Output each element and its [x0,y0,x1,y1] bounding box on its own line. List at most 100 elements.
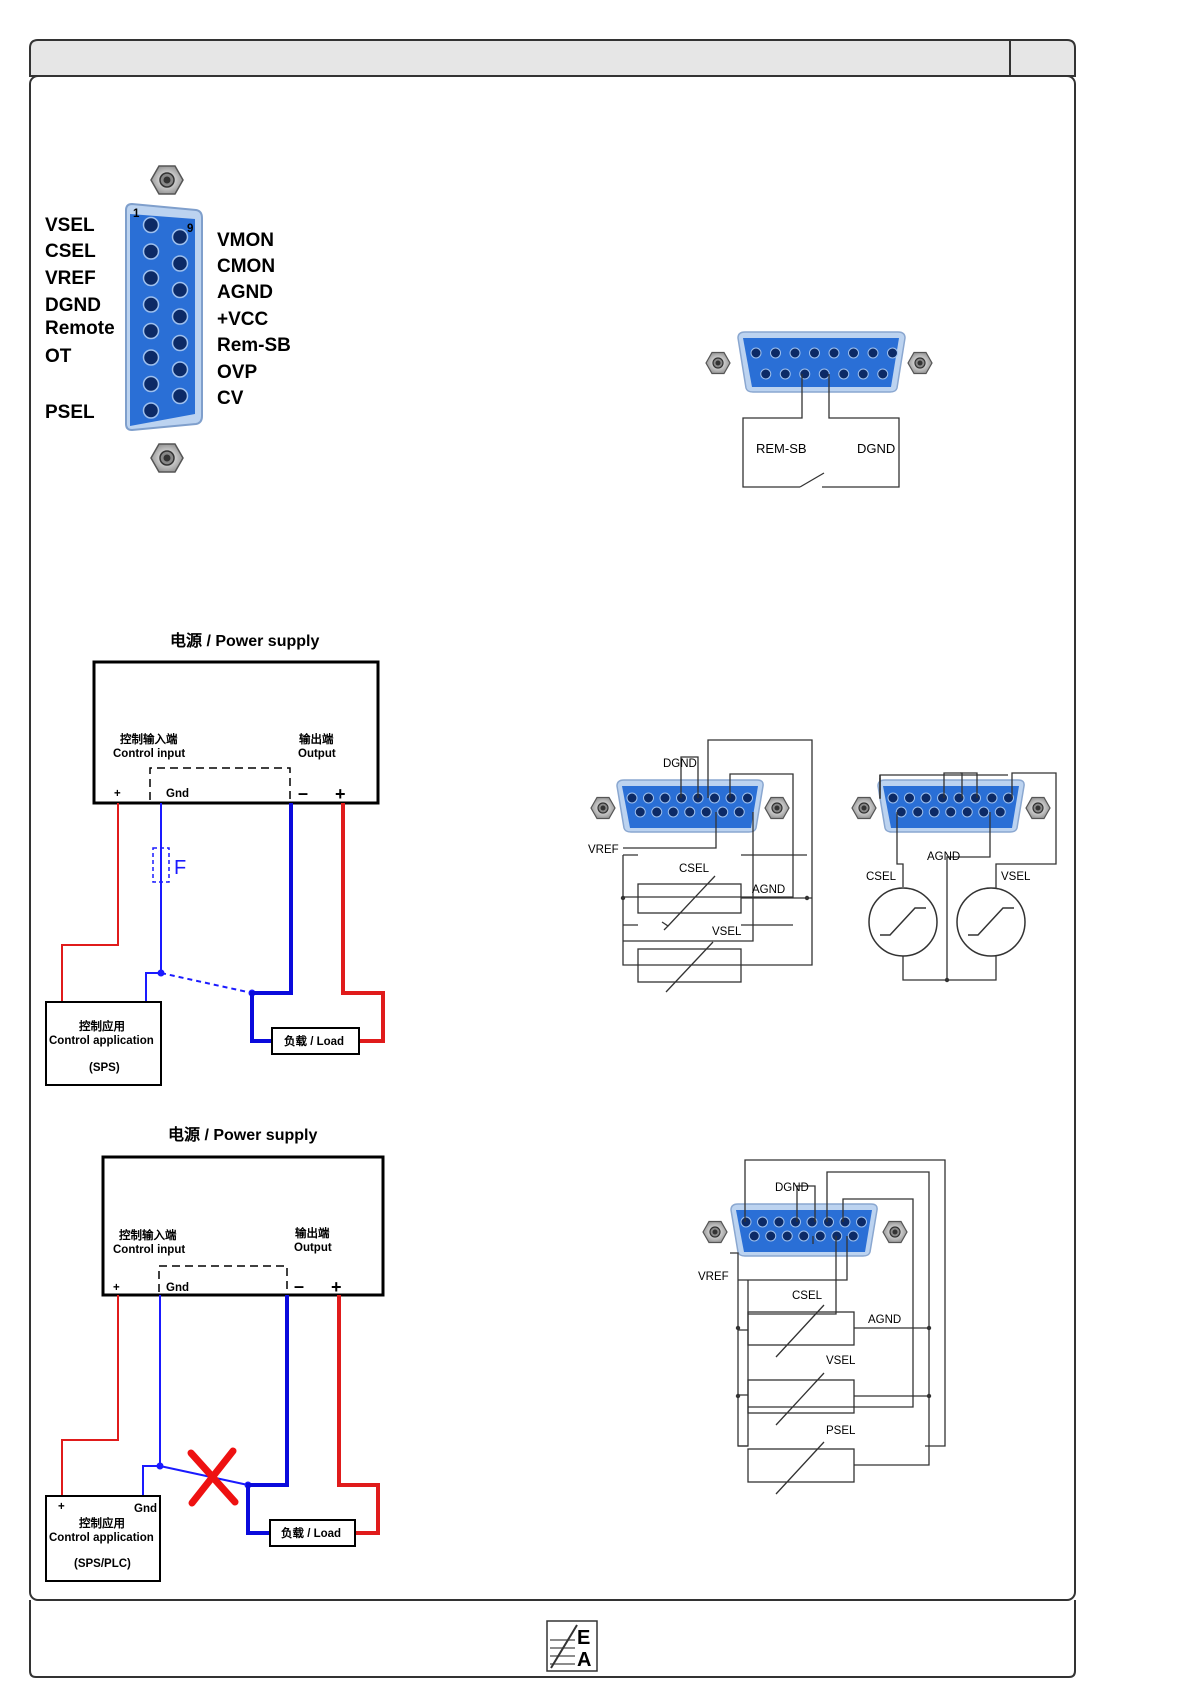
mounting-nut-icon [851,796,877,820]
connector-pin [781,1230,793,1242]
connector-pin [839,1216,851,1228]
pin-label: OT [45,346,72,367]
connector-pin [857,368,869,380]
power-supply-box [92,660,380,805]
connector-pin [667,806,679,818]
connector-pin [814,1230,826,1242]
connector-pin [770,347,781,359]
connector-pin [809,347,820,359]
connector-pin [142,243,160,260]
agnd-label: AGND [927,851,960,863]
pin-label: Rem-SB [217,335,291,356]
connector-pin [725,792,737,804]
connector-pins [740,1216,867,1242]
connector-pins [887,792,1014,818]
control-app-en: Control application [49,1035,154,1047]
plus-label: + [331,1277,342,1297]
pin-label: CMON [217,256,275,277]
connector-pin [748,1230,760,1242]
dgnd-label: DGND [663,758,697,770]
connector-pin [171,281,189,299]
connector-pin [789,347,801,359]
connector-pin [634,806,646,818]
connector-pins-left [142,216,160,419]
mounting-nut-icon [150,443,184,473]
vsel-label: VSEL [712,926,742,938]
connector-pin [742,792,753,804]
minus-label: – [294,1276,304,1296]
mounting-nut-icon [882,1220,908,1244]
connector-pins-right [171,228,189,405]
connector-pin [142,322,160,340]
mounting-nut-icon [764,796,790,820]
vsel-label: VSEL [1001,871,1031,883]
connector-pin [757,1216,768,1228]
connector-pin [818,368,830,380]
connector-pin [171,228,189,246]
control-app-tag: (SPS/PLC) [74,1558,131,1570]
pin-label: +VCC [217,309,268,330]
plus-label: + [335,784,346,804]
pin-label: VREF [45,268,96,289]
wiring-diagram-correct: 电源 / Power supply 控制输入端 Control input 输出… [45,631,385,1086]
connector-pin [171,255,189,272]
connector-pin [142,375,160,393]
connector-pin [142,269,160,287]
gnd-label: Gnd [166,788,189,800]
connector-pin [779,368,791,380]
connector-pin [684,806,696,818]
connector-pin [945,806,957,818]
mounting-nut-icon [907,351,933,375]
mounting-nut-icon [150,165,184,195]
vref-label: VREF [698,1271,729,1283]
gnd-label: Gnd [166,1282,189,1294]
connector-pin [760,368,772,380]
connector-pin [142,216,160,234]
pot-circuit-two: DGND VREF CSEL AGND VSEL [588,739,813,993]
minus-label: – [298,783,308,803]
connector-pin [790,1216,801,1228]
ea-logo: E A [546,1620,598,1672]
connector-pin [970,792,981,804]
connector-pin [171,308,189,325]
connector-pin [171,387,189,405]
control-input-en: Control input [113,1244,185,1256]
pin-label: CV [217,388,244,409]
pot-circuit-three: DGND VREF CSEL AGND VSEL PSEL [698,1159,946,1495]
connector-pin [887,347,898,359]
connector-pin [171,334,189,352]
connector-pin [838,368,850,380]
connector-pin [823,1216,834,1228]
pin-label: CSEL [45,241,96,262]
pin-9-label: 9 [187,223,193,235]
remote-standby-diagram: REM-SB DGND [705,331,933,488]
connector-pin [856,1216,867,1228]
connector-pin [626,792,638,804]
dgnd-label: DGND [775,1182,809,1194]
control-app-cn: 控制应用 [79,1516,125,1530]
connector-pin [700,806,712,818]
pin-label: VSEL [45,215,95,236]
connector-pin [765,1230,777,1242]
control-input-cn: 控制输入端 [119,1228,177,1242]
output-en: Output [294,1242,332,1254]
pin-label: PSEL [45,402,95,423]
connector-pin [994,806,1006,818]
connector-pin [867,347,879,359]
power-supply-title: 电源 / Power supply [170,631,319,650]
connector-pin [848,347,859,359]
output-cn: 输出端 [299,732,334,746]
mounting-nut-icon [702,1220,728,1244]
rem-sb-label: REM-SB [756,441,807,456]
control-app-tag: (SPS) [89,1062,120,1074]
connector-pin [142,296,160,313]
connector-pin [937,792,948,804]
connector-pin [912,806,924,818]
pin-label: OVP [217,362,257,383]
connector-pin [928,806,940,818]
connector-pin [978,806,990,818]
connector-pin [904,792,915,804]
